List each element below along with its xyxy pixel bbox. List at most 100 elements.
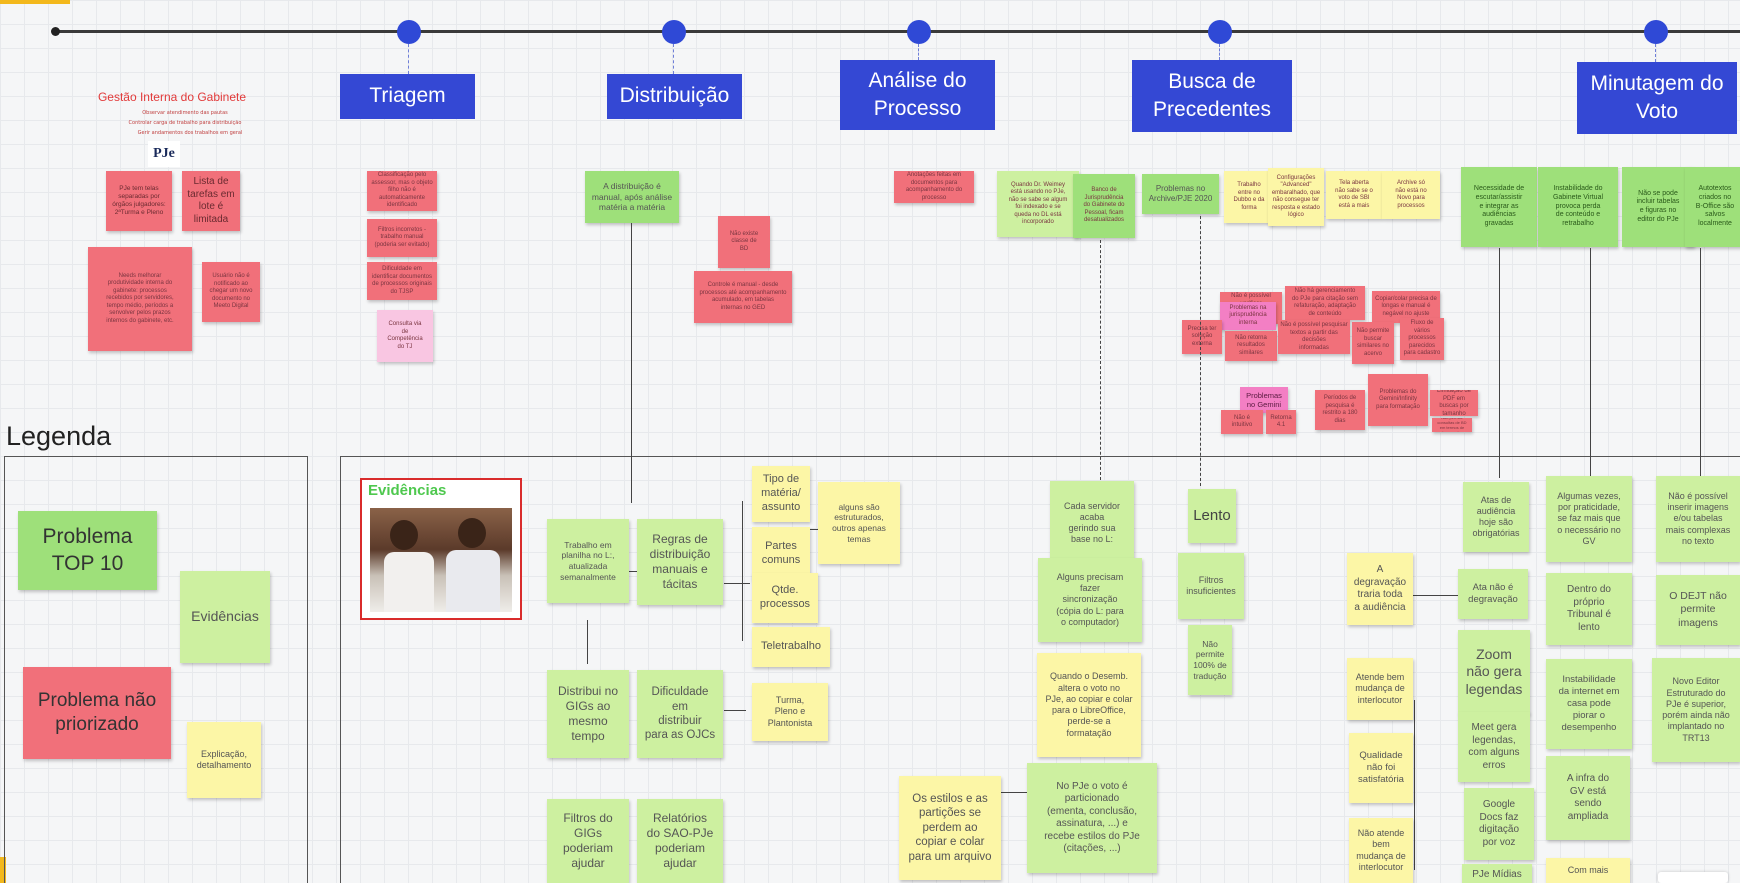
sticky-note[interactable]: Tipo de matéria/ assunto	[752, 466, 810, 522]
sticky-note[interactable]: Atende bem mudança de interlocutor	[1347, 658, 1413, 720]
sticky-note[interactable]: Lento	[1188, 489, 1236, 543]
sticky-note[interactable]: Atas de audiência hoje são obrigatórias	[1463, 482, 1529, 552]
sticky-note[interactable]: O DEJT não permite imagens	[1656, 575, 1740, 645]
legend-problem-top10: Problema TOP 10	[18, 511, 157, 590]
sticky-note[interactable]: Relatórios do SAO-PJe poderiam ajudar	[637, 799, 723, 883]
sticky-note[interactable]: PJe Mídias	[1462, 864, 1532, 883]
sticky-note[interactable]: Não é intuitivo	[1221, 410, 1263, 434]
sticky-note[interactable]: Não permite 100% de tradução	[1188, 625, 1232, 695]
sticky-note[interactable]: Lista de tarefas em lote é limitada	[182, 171, 240, 231]
evidencias-card[interactable]: Evidências	[360, 478, 522, 620]
sticky-note[interactable]: No PJe o voto é particionado (ementa, co…	[1027, 763, 1157, 873]
sticky-note[interactable]: Distribui no GIGs ao mesmo tempo	[547, 670, 629, 758]
sticky-note[interactable]: Partes comuns	[752, 527, 810, 581]
sticky-note[interactable]: A distribuição é manual, após análise ma…	[585, 171, 679, 223]
sticky-note[interactable]: Não se pode incluir tabelas e figuras no…	[1622, 167, 1694, 247]
sticky-note[interactable]: Qualidade não foi satisfatória	[1349, 733, 1413, 803]
gestao-subtitle: Controlar carga de trabalho para distrib…	[128, 120, 242, 126]
sticky-note[interactable]: Anotações feitas em documentos para acom…	[894, 171, 974, 203]
sticky-note[interactable]: Filtros do GIGs poderiam ajudar	[547, 799, 629, 883]
sticky-note[interactable]: A infra do GV está sendo ampliada	[1546, 756, 1630, 840]
sticky-note[interactable]: Filtros insuficientes	[1178, 553, 1244, 619]
sticky-note[interactable]: Problemas na jurisprudência interna	[1220, 302, 1276, 330]
sticky-note[interactable]: Archive só não está no Novo para process…	[1382, 171, 1440, 219]
sticky-note[interactable]: Com mais	[1546, 858, 1630, 883]
sticky-note[interactable]: Não existe classe de BD	[718, 216, 770, 268]
sticky-note[interactable]: Quando o Desemb. altera o voto no PJe, a…	[1037, 653, 1141, 757]
sticky-note[interactable]: Regras de distribuição manuais e tácitas	[637, 519, 723, 605]
sticky-note[interactable]: Os estilos e as partições se perdem ao c…	[899, 776, 1001, 880]
sticky-note[interactable]: Meet gera legendas, com alguns erros	[1458, 712, 1530, 782]
sticky-note[interactable]: Não é possível pesquisar textos a partir…	[1278, 320, 1350, 354]
sticky-note[interactable]: Controle é manual - desde processos até …	[694, 271, 792, 323]
phase-distribuicao[interactable]: Distribuição	[607, 74, 742, 119]
sticky-note[interactable]: Zoom não gera legendas	[1458, 630, 1530, 714]
sticky-note[interactable]: PJe tem telas separadas por órgãos julga…	[106, 171, 172, 231]
connector-arrow	[1700, 248, 1701, 478]
connector-arrow	[587, 620, 588, 664]
phase-busca[interactable]: Busca de Precedentes	[1132, 60, 1292, 132]
timeline-node-triagem[interactable]	[397, 20, 421, 44]
sticky-note[interactable]: Tela aberta não sabe se o voto de SBI es…	[1326, 171, 1382, 219]
evidencias-card-title: Evidências	[368, 482, 447, 499]
phase-analise[interactable]: Análise do Processo	[840, 60, 995, 130]
timeline-node-distribuicao[interactable]	[662, 20, 686, 44]
sticky-note[interactable]: Alguns precisam fazer sincronização (cóp…	[1038, 558, 1142, 642]
sticky-note[interactable]: Necessidade de escutar/assistir e integr…	[1461, 167, 1537, 247]
sticky-note[interactable]: Quando Dr. Weimey está usando no PJe, nã…	[997, 171, 1079, 237]
sticky-note[interactable]: Filtros incorretos - trabalho manual (po…	[367, 219, 437, 257]
sticky-note[interactable]: Needs melhorar produtividade interna do …	[88, 247, 192, 351]
timeline-node-minutagem[interactable]	[1644, 20, 1668, 44]
sticky-note[interactable]: Problemas do Gemini/Infinity para format…	[1368, 374, 1428, 426]
sticky-note[interactable]: Não atende bem mudança de interlocutor	[1349, 818, 1413, 883]
phase-connector	[1655, 44, 1656, 62]
sticky-note[interactable]: Dentro do próprio Tribunal é lento	[1546, 573, 1632, 645]
sticky-note[interactable]: Problemas no Archive/PJE 2020	[1142, 174, 1219, 214]
sticky-note[interactable]: Dificuldade em identificar documentos de…	[367, 262, 437, 300]
sticky-note[interactable]: Novo Editor Estruturado do PJe é superio…	[1652, 658, 1740, 762]
sticky-note[interactable]: Classificação pelo assessor, mas o objet…	[367, 171, 437, 211]
sticky-note[interactable]: A degravação traria toda a audiência	[1347, 553, 1413, 625]
sticky-note[interactable]: Não é possível inserir imagens e/ou tabe…	[1656, 476, 1740, 562]
sticky-note[interactable]: Configurações "Advanced" embaralhado, qu…	[1268, 168, 1324, 226]
sticky-note[interactable]: Trabalho entre no Dubbo e da forma	[1224, 171, 1274, 223]
sticky-note[interactable]: Usuário não é notificado ao chegar um no…	[202, 262, 260, 322]
sticky-note[interactable]: Não há gerenciamento do PJe para citação…	[1285, 286, 1365, 320]
sticky-note[interactable]: Algumas vezes, por praticidade, se faz m…	[1546, 476, 1632, 562]
legend-title: Legenda	[6, 421, 112, 451]
sticky-note[interactable]: Consulta via de Competência do TJ	[377, 310, 433, 362]
legend-problem-nao-priorizado: Problema não priorizado	[23, 667, 171, 759]
sticky-note[interactable]: Não permite consultas de BD em termos de…	[1432, 418, 1472, 432]
sticky-note[interactable]: Retorna 4.1	[1266, 410, 1296, 434]
timeline-node-analise[interactable]	[907, 20, 931, 44]
sticky-note[interactable]: Autotextos criados no B-Office são salvo…	[1685, 167, 1740, 247]
sticky-note[interactable]: Cada servidor acaba gerindo sua base no …	[1050, 481, 1134, 565]
timeline-node-busca[interactable]	[1208, 20, 1232, 44]
sticky-note[interactable]: Banco de Jurisprudência do Gabinete do P…	[1073, 174, 1135, 238]
phase-triagem[interactable]: Triagem	[340, 74, 475, 119]
sticky-note[interactable]: Instabilidade do Gabinete Virtual provoc…	[1538, 167, 1618, 247]
sticky-note[interactable]: Qtde. processos	[752, 573, 818, 623]
sticky-note[interactable]: Limitação de PDF em buscas por tamanho	[1430, 390, 1478, 416]
sticky-note[interactable]: Trabalho em planilha no L:, atualizada s…	[547, 519, 629, 603]
sticky-note[interactable]: Não retorna resultados similares	[1225, 331, 1277, 361]
sticky-note[interactable]: Problemas no Gemini	[1240, 387, 1288, 413]
sticky-note[interactable]: Dificuldade em distribuir para as OJCs	[637, 670, 723, 758]
sticky-note[interactable]: Copiar/colar precisa de longas e manual …	[1372, 291, 1440, 323]
sticky-note[interactable]: Ata não é degravação	[1458, 569, 1528, 619]
sticky-note[interactable]: Teletrabalho	[752, 627, 830, 667]
phase-minutagem[interactable]: Minutagem do Voto	[1577, 62, 1737, 134]
sticky-note[interactable]: Fluxo de vários processos parecidos para…	[1400, 318, 1444, 360]
sticky-note[interactable]: Não permite buscar similares no acervo	[1352, 322, 1394, 364]
connector-arrow	[623, 571, 637, 572]
connector-arrow	[631, 223, 632, 503]
sticky-note[interactable]: Períodos de pesquisa é restrito a 180 di…	[1315, 390, 1365, 430]
sticky-note[interactable]: Precisa ter solução externa	[1182, 320, 1222, 354]
sticky-note[interactable]: Turma, Pleno e Plantonista	[752, 683, 828, 741]
sticky-note[interactable]: alguns são estruturados, outros apenas t…	[818, 482, 900, 564]
sticky-note[interactable]: Instabilidade da internet em casa pode p…	[1546, 659, 1632, 749]
connector-arrow	[724, 583, 750, 584]
sticky-note[interactable]: Google Docs faz digitação por voz	[1464, 788, 1534, 860]
zoom-widget[interactable]	[1658, 872, 1728, 883]
